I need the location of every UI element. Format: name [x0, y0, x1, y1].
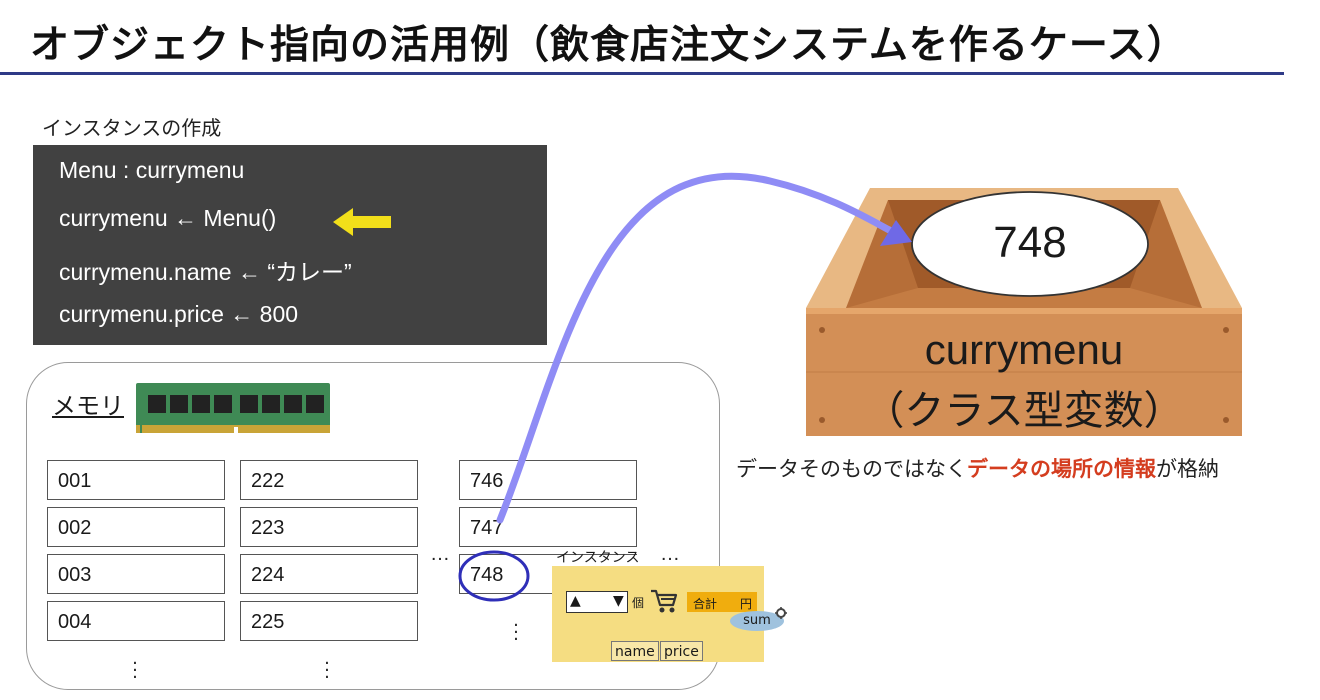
code-line-4: currymenu.price ← 800 [59, 301, 299, 327]
vertical-ellipsis: ··· [513, 615, 519, 650]
total-label: 合計 [693, 597, 718, 611]
code-line-3: currymenu.name ← “カレー” [59, 259, 352, 285]
yellow-pointer-arrow-icon [333, 208, 391, 236]
stored-address-value: 748 [993, 218, 1067, 267]
explanation-caption: データそのものではなくデータの場所の情報が格納 [736, 453, 1219, 483]
shopping-cart-icon [651, 589, 678, 613]
code-line-2: currymenu ← Menu() [59, 205, 277, 231]
field-tag-name: name [611, 641, 659, 661]
variable-type-label: （クラス型変数） [864, 388, 1184, 434]
instance-label: インスタンス [556, 550, 640, 566]
memory-cell: 222 [240, 460, 418, 500]
caption-text-before: データそのものではなく [736, 457, 967, 481]
select-up-icon: ▲ [570, 593, 581, 609]
vertical-ellipsis: ··· [132, 653, 138, 688]
sum-method-pill: sum [730, 611, 784, 631]
horizontal-ellipsis: … [660, 543, 680, 565]
field-tag-price: price [660, 641, 703, 661]
slide-title: オブジェクト指向の活用例（飲食店注文システムを作るケース） [30, 23, 1187, 68]
total-display: 合計 円 [687, 592, 757, 612]
memory-cell: 003 [47, 554, 225, 594]
memory-label: メモリ [52, 392, 124, 420]
memory-cell: 224 [240, 554, 418, 594]
memory-cell: 223 [240, 507, 418, 547]
memory-cell: 004 [47, 601, 225, 641]
quantity-unit: 個 [632, 596, 645, 610]
yen-label: 円 [740, 597, 753, 611]
quantity-select[interactable]: ▲ ▼ [566, 591, 628, 613]
vertical-ellipsis: ··· [324, 653, 330, 688]
ram-module-icon [136, 383, 330, 435]
caption-text-after: が格納 [1156, 457, 1219, 481]
memory-cell: 002 [47, 507, 225, 547]
gear-icon [775, 607, 787, 619]
code-caption: インスタンスの作成 [42, 116, 222, 140]
horizontal-ellipsis: … [430, 543, 450, 565]
code-line-1: Menu : currymenu [59, 157, 245, 183]
select-down-icon: ▼ [613, 593, 624, 609]
code-block: Menu : currymenu currymenu ← Menu() curr… [33, 145, 547, 345]
memory-cell: 746 [459, 460, 637, 500]
memory-cell: 225 [240, 601, 418, 641]
variable-name: currymenu [924, 326, 1124, 373]
caption-emphasis: データの場所の情報 [967, 457, 1156, 481]
memory-cell: 747 [459, 507, 637, 547]
title-underline [0, 72, 1284, 75]
memory-cell: 001 [47, 460, 225, 500]
